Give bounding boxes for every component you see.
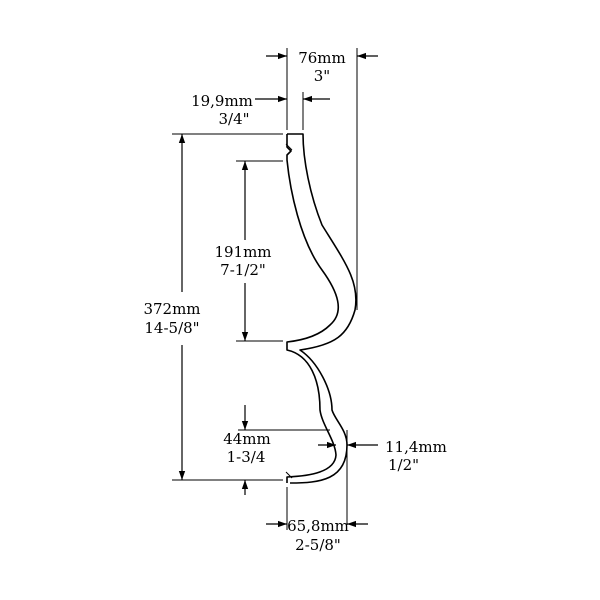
lower-lip-metric: 44mm [223, 430, 271, 448]
dim-lower-projection: 11,4mm 1/2" [318, 430, 447, 525]
top-flange-metric: 19,9mm [191, 92, 253, 110]
top-break-mark [285, 143, 293, 151]
overall-width-imperial: 3" [314, 67, 330, 85]
dim-overall-height: 372mm 14-5/8" [143, 133, 283, 481]
lower-projection-metric: 11,4mm [385, 438, 447, 456]
dim-upper-curve: 191mm 7-1/2" [214, 160, 283, 342]
top-flange-imperial: 3/4" [218, 110, 249, 128]
upper-curve-imperial: 7-1/2" [220, 261, 266, 279]
lower-projection-imperial: 1/2" [388, 456, 419, 474]
overall-height-metric: 372mm [143, 300, 200, 318]
dim-overall-width: 76mm 3" [266, 48, 378, 310]
dim-top-flange: 19,9mm 3/4" [191, 92, 330, 130]
profile-outer-contour [287, 133, 357, 484]
overall-height-imperial: 14-5/8" [144, 319, 199, 337]
profile-inner-contour [286, 134, 339, 483]
base-width-imperial: 2-5/8" [295, 536, 341, 554]
overall-width-metric: 76mm [298, 49, 346, 67]
lower-lip-imperial: 1-3/4 [227, 448, 266, 466]
base-width-metric: 65,8mm [287, 517, 349, 535]
dim-lower-lip: 44mm 1-3/4 [223, 405, 330, 495]
bottom-break-mark [285, 471, 293, 479]
molding-profile [285, 133, 357, 484]
upper-curve-metric: 191mm [214, 243, 271, 261]
dim-base-width: 65,8mm 2-5/8" [266, 487, 368, 554]
